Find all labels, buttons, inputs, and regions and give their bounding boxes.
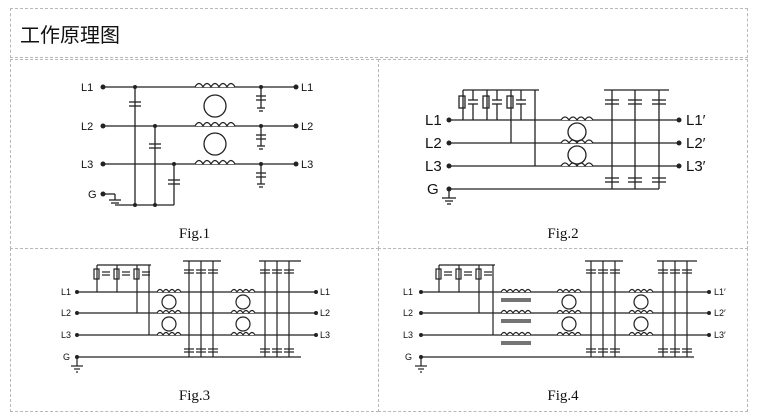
fig3-left-label: L2 [61,308,71,318]
figure-4-panel: L1 L2 L3 G L1′ L2′ L3′ Fig.4 [378,248,748,412]
figure-2-caption: Fig.2 [547,226,579,242]
fig4-left-label: L3 [403,330,413,340]
figure-1-caption: Fig.1 [178,226,211,242]
figure-3-panel: L1 L2 L3 G L1 L2 L3 Fig.3 [10,248,379,412]
fig2-left-label: L3 [425,158,442,175]
figure-4-caption: Fig.4 [547,388,579,404]
fig1-left-label: G [88,189,97,201]
figure-3-caption: Fig.3 [178,388,211,404]
figure-3-diagram: L1 L2 L3 G L1 L2 L3 [61,260,330,373]
fig1-left-label: L1 [81,82,93,94]
figure-2-panel: L1 L2 L3 G L1′ L2′ L3′ Fig.2 [378,59,748,249]
figure-4-diagram: L1 L2 L3 G L1′ L2′ L3′ [403,260,726,373]
fig2-left-label: L2 [425,135,442,152]
fig4-right-label: L2′ [714,308,726,318]
fig4-left-label: L1 [403,287,413,297]
title-bar: 工作原理图 [10,8,748,58]
fig1-right-label: L3 [301,159,313,171]
fig1-right-label: L1 [301,82,313,94]
fig1-left-label: L3 [81,159,93,171]
fig4-right-label: L1′ [714,287,726,297]
fig4-left-label: L2 [403,308,413,318]
figure-1-panel: L1 L2 L3 G L1 L2 L3 Fig.1 [10,59,379,249]
fig3-left-label: L1 [61,287,71,297]
fig3-left-label: L3 [61,330,71,340]
fig2-left-label: L1 [425,112,442,129]
fig1-left-label: L2 [81,121,93,133]
fig4-right-label: L3′ [714,330,726,340]
fig2-right-label: L1′ [686,112,706,129]
fig1-right-label: L2 [301,121,313,133]
fig3-left-label: G [63,352,70,362]
figure-2-diagram: L1 L2 L3 G L1′ L2′ L3′ [425,89,706,205]
figure-1-diagram: L1 L2 L3 G L1 L2 L3 [81,82,313,207]
fig2-right-label: L2′ [686,135,706,152]
fig3-right-label: L3 [320,330,330,340]
fig2-right-label: L3′ [686,158,706,175]
page-title: 工作原理图 [20,23,120,47]
fig2-left-label: G [427,181,439,198]
fig3-right-label: L1 [320,287,330,297]
fig3-right-label: L2 [320,308,330,318]
fig4-left-label: G [405,352,412,362]
